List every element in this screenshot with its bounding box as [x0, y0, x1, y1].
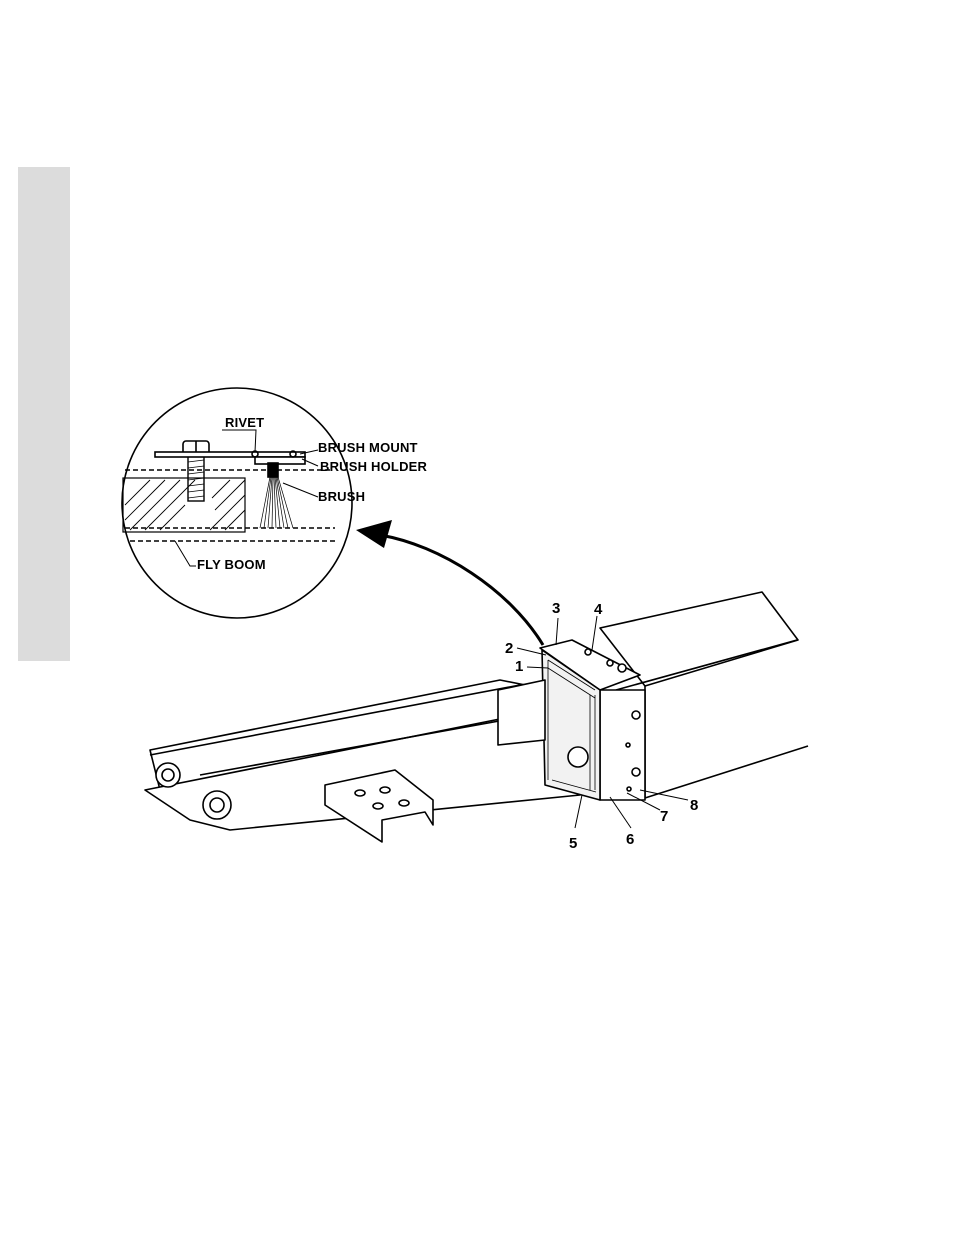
label-brush-holder: BRUSH HOLDER	[320, 460, 427, 473]
label-brush: BRUSH	[318, 490, 365, 503]
inner-section-end	[498, 680, 545, 745]
wear-pad-side	[600, 690, 645, 800]
boom-assembly	[145, 592, 808, 842]
brush-holder-plate	[255, 457, 305, 464]
label-brush-mount: BRUSH MOUNT	[318, 441, 418, 454]
callout-1: 1	[515, 659, 523, 674]
outer-tube-bottom	[645, 746, 808, 798]
callout-4: 4	[594, 602, 602, 617]
callout-6: 6	[626, 832, 634, 847]
boom-pin	[568, 747, 588, 767]
label-fly-boom: FLY BOOM	[197, 558, 266, 571]
callout-2: 2	[505, 641, 513, 656]
callout-7: 7	[660, 809, 668, 824]
callout-5: 5	[569, 836, 577, 851]
label-rivet: RIVET	[225, 416, 264, 429]
callout-3: 3	[552, 601, 560, 616]
callout-8: 8	[690, 798, 698, 813]
brush-core	[268, 463, 278, 477]
curved-arrow	[356, 520, 543, 645]
